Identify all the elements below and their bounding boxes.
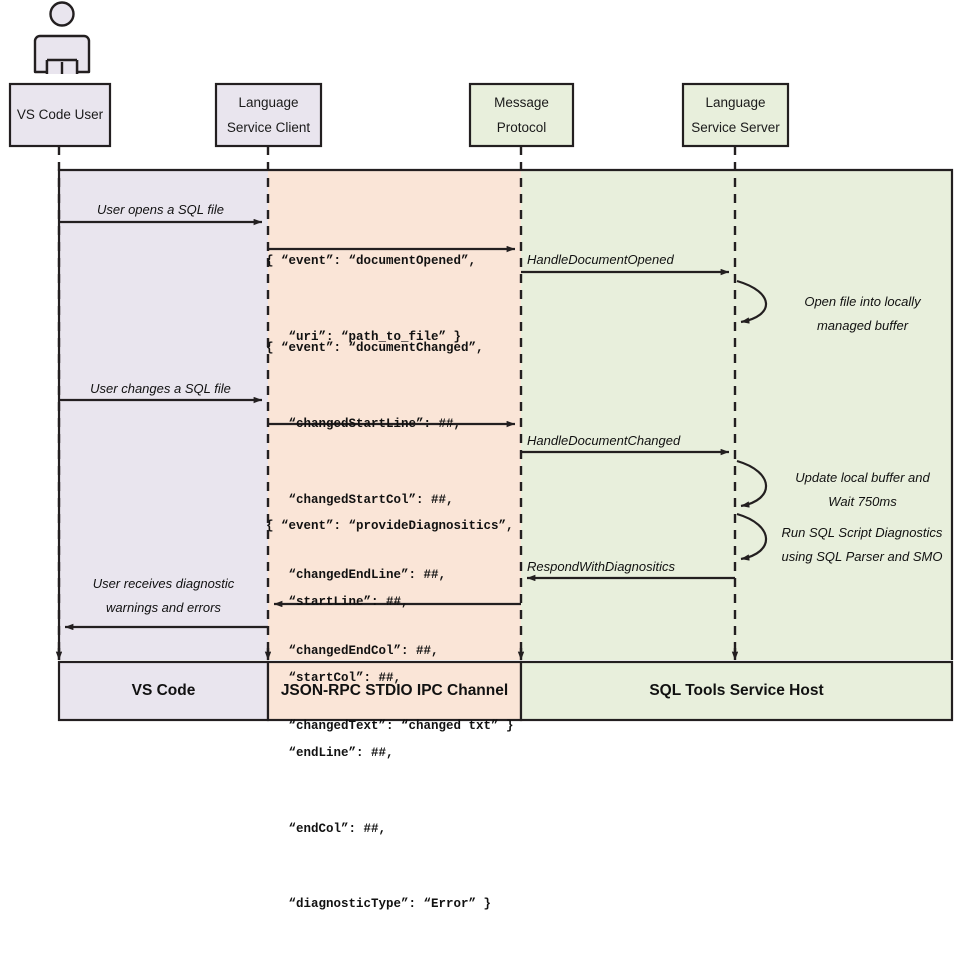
self-note-line1: Run SQL Script Diagnostics <box>781 525 943 540</box>
selfloop-update-buffer <box>736 459 768 508</box>
message-label-respond-with-diagnostics: RespondWithDiagnositics <box>527 559 676 574</box>
participant-boxes <box>8 82 790 148</box>
self-note-line1: Update local buffer and <box>795 470 930 485</box>
message-label-handle-document-changed: HandleDocumentChanged <box>527 433 681 448</box>
self-note-line2: managed buffer <box>816 318 909 333</box>
participant-label-ls-server: Language Service Server <box>683 90 788 140</box>
participant-label-line2: Protocol <box>496 120 547 135</box>
band-host <box>521 170 952 660</box>
footer-bar <box>57 660 954 722</box>
band-ipc <box>268 170 521 660</box>
self-note-update-buffer: Update local buffer and Wait 750ms <box>770 466 955 514</box>
participant-label-ls-client: Language Service Client <box>216 90 321 140</box>
payload-document-changed: { “event”: “documentChanged”, “changedSt… <box>266 286 514 790</box>
sequence-diagram-canvas: VS Code User Language Service Client Mes… <box>8 1 958 911</box>
footer-cell-ipc <box>266 660 523 722</box>
payload-line: “changedEndLine”: ##, <box>266 568 447 583</box>
payload-line: “endLine”: ##, <box>266 746 394 761</box>
payload-line: “diagnosticType”: “Error” } <box>266 897 492 912</box>
payload-document-opened: { “event”: “documentOpened”, “uri”: “pat… <box>266 199 476 401</box>
selfloop-run-diagnostics <box>736 512 768 561</box>
payload-line: “changedStartCol”: ##, <box>266 492 454 507</box>
participant-label-line1: Language <box>238 95 299 110</box>
payload-provide-diagnostics: { “event”: “provideDiagnositics”, “start… <box>266 464 514 968</box>
actor-figure-graphic <box>33 1 91 74</box>
participant-label-line2: Service Server <box>691 120 780 135</box>
band-vscode <box>59 170 268 660</box>
participant-label-line1: Language <box>705 95 766 110</box>
message-label-user-changes: User changes a SQL file <box>90 381 231 396</box>
payload-line: “changedEndCol”: ##, <box>266 643 439 658</box>
payload-line: { “event”: “documentOpened”, <box>266 254 477 269</box>
footer-cell-vscode <box>57 660 270 722</box>
self-note-line2: using SQL Parser and SMO <box>781 549 943 564</box>
footer-label-host: SQL Tools Service Host <box>649 682 824 699</box>
participant-label-vscode-user: VS Code User <box>10 90 110 140</box>
lifeline-bands <box>57 168 954 660</box>
message-label-user-opens: User opens a SQL file <box>97 202 224 217</box>
box-vscode-user <box>8 82 112 148</box>
lifelines <box>57 146 737 655</box>
self-note-line1: Open file into locally <box>804 294 921 309</box>
participant-label-message-protocol: Message Protocol <box>470 90 573 140</box>
payload-line: “startLine”: ##, <box>266 595 409 610</box>
message-label-user-receives-line2: warnings and errors <box>106 600 221 615</box>
self-note-run-diagnostics: Run SQL Script Diagnostics using SQL Par… <box>766 521 958 569</box>
payload-line: { “event”: “provideDiagnositics”, <box>266 519 514 534</box>
selfloop-open-file <box>736 279 768 324</box>
payload-line: “changedStartLine”: ##, <box>266 417 462 432</box>
footer-label-vscode: VS Code <box>131 682 196 699</box>
self-note-open-file: Open file into locally managed buffer <box>770 290 955 338</box>
footer-cell-host <box>519 660 954 722</box>
message-label-user-receives: User receives diagnostic warnings and er… <box>62 572 265 620</box>
footer-label-ipc: JSON-RPC STDIO IPC Channel <box>280 682 509 699</box>
participant-label-line1: VS Code User <box>16 107 104 122</box>
payload-line: “uri”: “path_to_file” } <box>266 330 462 345</box>
box-message-protocol <box>468 82 575 148</box>
payload-line: { “event”: “documentChanged”, <box>266 341 484 356</box>
payload-line: “changedText”: “changed txt” } <box>266 719 514 734</box>
message-label-user-receives-line1: User receives diagnostic <box>92 576 235 591</box>
message-label-handle-document-opened: HandleDocumentOpened <box>527 252 674 267</box>
diagram-graphics <box>8 1 954 722</box>
participant-label-line2: Service Client <box>226 120 311 135</box>
payload-line: “startCol”: ##, <box>266 670 402 685</box>
payload-line: “endCol”: ##, <box>266 821 387 836</box>
participant-label-line1: Message <box>494 95 549 110</box>
self-note-line2: Wait 750ms <box>828 494 897 509</box>
lifeline-end-arrows <box>55 648 739 661</box>
